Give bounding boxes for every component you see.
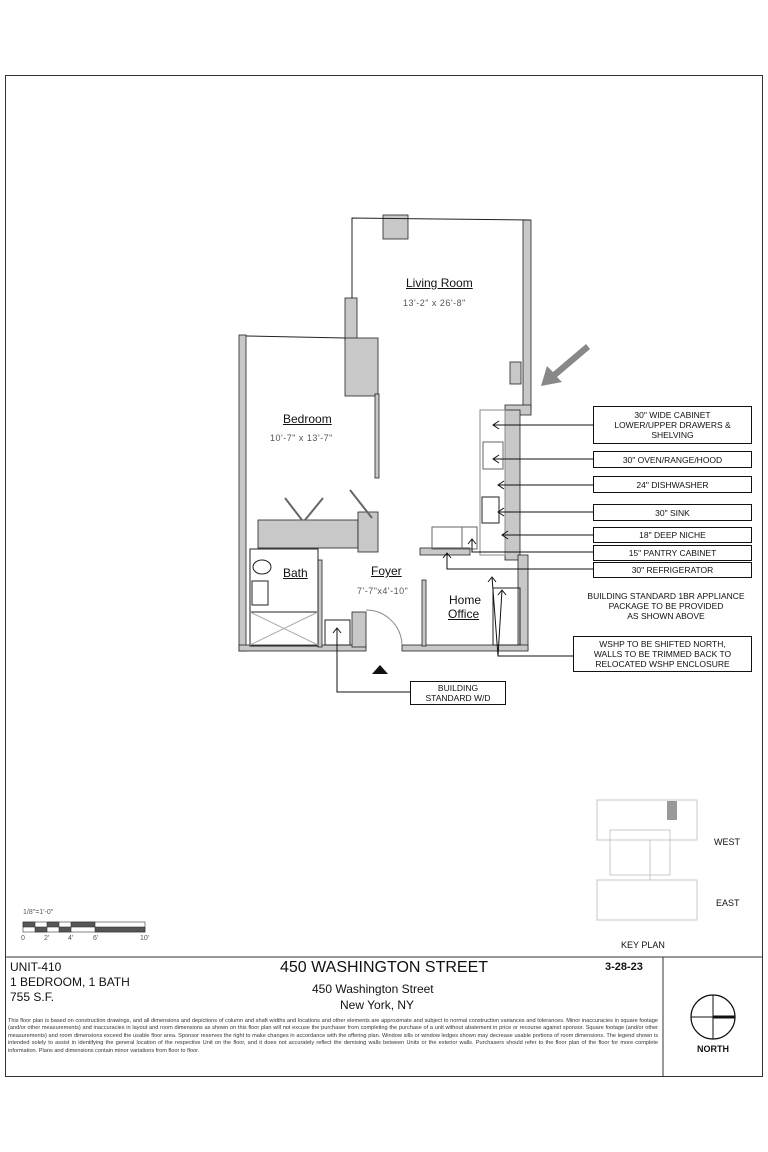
disclaimer: This floor plan is based on construction…: [8, 1018, 658, 1054]
callout-dishwasher: 24" DISHWASHER: [593, 476, 752, 493]
kitchen-counter: [479, 409, 506, 556]
unit-number: UNIT-410: [10, 960, 62, 974]
wall: [344, 297, 358, 341]
north-arrow-icon: [690, 994, 736, 1040]
callout-text: 24" DISHWASHER: [636, 479, 709, 490]
drawing-frame: [5, 75, 763, 1077]
callout-pantry: 15" PANTRY CABINET: [593, 545, 752, 561]
callout-text: 30" REFRIGERATOR: [631, 565, 714, 575]
address-line-1: 450 Washington Street: [312, 982, 434, 996]
note-line: BUILDING: [437, 683, 479, 693]
range: [482, 441, 504, 470]
north-pointer-arrow: [541, 344, 590, 386]
scale-label: 1/8"=1'-0": [23, 909, 54, 916]
note-line: PACKAGE TO BE PROVIDED: [608, 601, 724, 611]
closet-wall: [257, 519, 359, 549]
scale-tick: 2': [44, 935, 50, 942]
key-plan-title: KEY PLAN: [621, 940, 665, 950]
note-line: WALLS TO BE TRIMMED BACK TO: [593, 649, 732, 659]
callout-sink: 30" SINK: [593, 504, 752, 521]
callout-text: 30" SINK: [655, 507, 690, 518]
wall: [351, 611, 367, 648]
wall: [421, 579, 427, 647]
callout-refrigerator: 30" REFRIGERATOR: [593, 562, 752, 578]
wall: [374, 393, 380, 479]
vanity: [251, 580, 269, 606]
callout-text: SHELVING: [651, 430, 694, 440]
note-line: WSHP TO BE SHIFTED NORTH,: [599, 639, 726, 649]
callout-text: 30" OVEN/RANGE/HOOD: [622, 454, 723, 465]
room-label-foyer: Foyer: [371, 564, 402, 578]
wall: [238, 334, 247, 652]
bath-outline: [249, 548, 319, 647]
key-plan-east: EAST: [716, 898, 740, 908]
unit-type: 1 BEDROOM, 1 BATH: [10, 975, 130, 989]
callout-niche: 18" DEEP NICHE: [593, 527, 752, 543]
address-line-2: New York, NY: [340, 998, 415, 1012]
key-plan-unit-highlight: [667, 801, 677, 820]
entry-door-swing: [365, 609, 403, 646]
callout-oven: 30" OVEN/RANGE/HOOD: [593, 451, 752, 468]
note-line: AS SHOWN ABOVE: [627, 611, 705, 621]
scale-tick: 10': [140, 935, 150, 942]
scale-tick: 0: [21, 935, 25, 942]
toilet: [252, 559, 272, 575]
note-line: RELOCATED WSHP ENCLOSURE: [595, 659, 730, 669]
sink: [481, 496, 500, 524]
callout-text: 15" PANTRY CABINET: [628, 548, 717, 558]
wall: [344, 337, 379, 397]
room-dims-bedroom: 10'-7" x 13'-7": [270, 433, 333, 443]
key-plan-drawing: [596, 799, 698, 921]
room-label-bath: Bath: [283, 566, 308, 580]
entry-triangle: [372, 665, 388, 674]
key-plan-west: WEST: [714, 837, 740, 847]
callout-cabinet: 30" WIDE CABINET LOWER/UPPER DRAWERS & S…: [593, 406, 752, 444]
wshp-note: WSHP TO BE SHIFTED NORTH, WALLS TO BE TR…: [573, 636, 752, 672]
room-label-living: Living Room: [406, 276, 473, 290]
room-dims-foyer: 7'-7"x4'-10": [357, 586, 409, 596]
callout-text: 30" WIDE CABINET: [634, 410, 711, 420]
wall: [522, 219, 532, 411]
room-label-office-2: Office: [448, 607, 480, 621]
window-wall: [351, 217, 531, 298]
column: [509, 361, 522, 385]
wall: [317, 559, 323, 648]
note-line: BUILDING STANDARD 1BR APPLIANCE: [587, 591, 745, 601]
plan-date: 3-28-23: [605, 961, 643, 973]
unit-area: 755 S.F.: [10, 990, 55, 1004]
callout-text: 18" DEEP NICHE: [639, 530, 706, 540]
building-name: 450 WASHINGTON STREET: [280, 959, 489, 976]
office-wshp: [492, 587, 521, 646]
wall: [401, 644, 529, 652]
refrigerator: [431, 526, 463, 550]
bedroom-window: [245, 335, 346, 339]
room-label-office-1: Home: [449, 593, 482, 607]
note-line: STANDARD W/D: [425, 693, 491, 703]
scale-bar: [22, 921, 146, 933]
appliance-note: BUILDING STANDARD 1BR APPLIANCE PACKAGE …: [566, 591, 766, 621]
room-dims-living: 13'-2" x 26'-8": [403, 298, 466, 308]
callout-text: LOWER/UPPER DRAWERS &: [614, 420, 731, 430]
scale-tick: 6': [93, 935, 99, 942]
wall: [357, 511, 379, 553]
room-label-bedroom: Bedroom: [283, 412, 332, 426]
washer-dryer-note: BUILDING STANDARD W/D: [410, 681, 506, 705]
scale-tick: 4': [68, 935, 74, 942]
wall: [238, 644, 367, 652]
north-label: NORTH: [697, 1044, 729, 1054]
pantry: [461, 526, 478, 550]
